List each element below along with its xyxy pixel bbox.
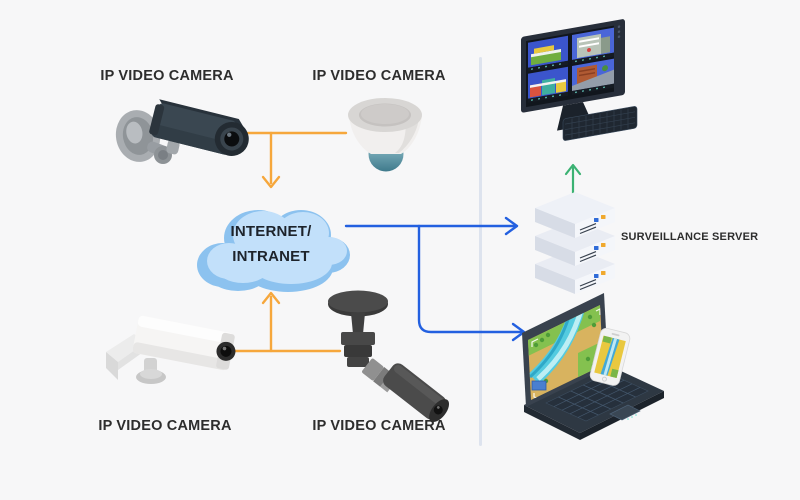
laptop-icon — [522, 293, 664, 440]
cylinder-camera-icon — [328, 290, 450, 423]
surveillance-server-label: SURVEILLANCE SERVER — [621, 231, 759, 243]
camera-bottom-left-label: IP VIDEO CAMERA — [98, 418, 232, 434]
server-unit — [535, 192, 615, 238]
cloud-label: INTERNET/ INTRANET — [196, 220, 346, 270]
surveillance-monitor-icon — [521, 19, 638, 141]
cloud-label-line1: INTERNET/ — [230, 223, 312, 240]
internet-cloud-icon — [197, 210, 350, 292]
box-camera-icon — [106, 315, 236, 384]
section-divider-line — [479, 57, 482, 446]
cloud-label-line2: INTRANET — [232, 247, 310, 265]
dome-camera-icon — [348, 98, 422, 172]
laptop-keyboard — [545, 372, 649, 422]
camera-top-right-label: IP VIDEO CAMERA — [312, 68, 446, 84]
camera-bottom-right-label: IP VIDEO CAMERA — [312, 418, 446, 434]
smartphone-icon — [589, 327, 631, 386]
arrowhead-right-icon — [504, 216, 519, 236]
server-stack-icon — [535, 192, 615, 294]
bullet-camera-icon — [115, 99, 249, 164]
laptop-touchpad — [609, 404, 641, 421]
arrowhead-up-icon — [564, 163, 582, 176]
camera-top-left-label: IP VIDEO CAMERA — [100, 68, 234, 84]
arrowhead-down-icon — [261, 175, 281, 189]
keyboard-icon — [562, 106, 638, 141]
